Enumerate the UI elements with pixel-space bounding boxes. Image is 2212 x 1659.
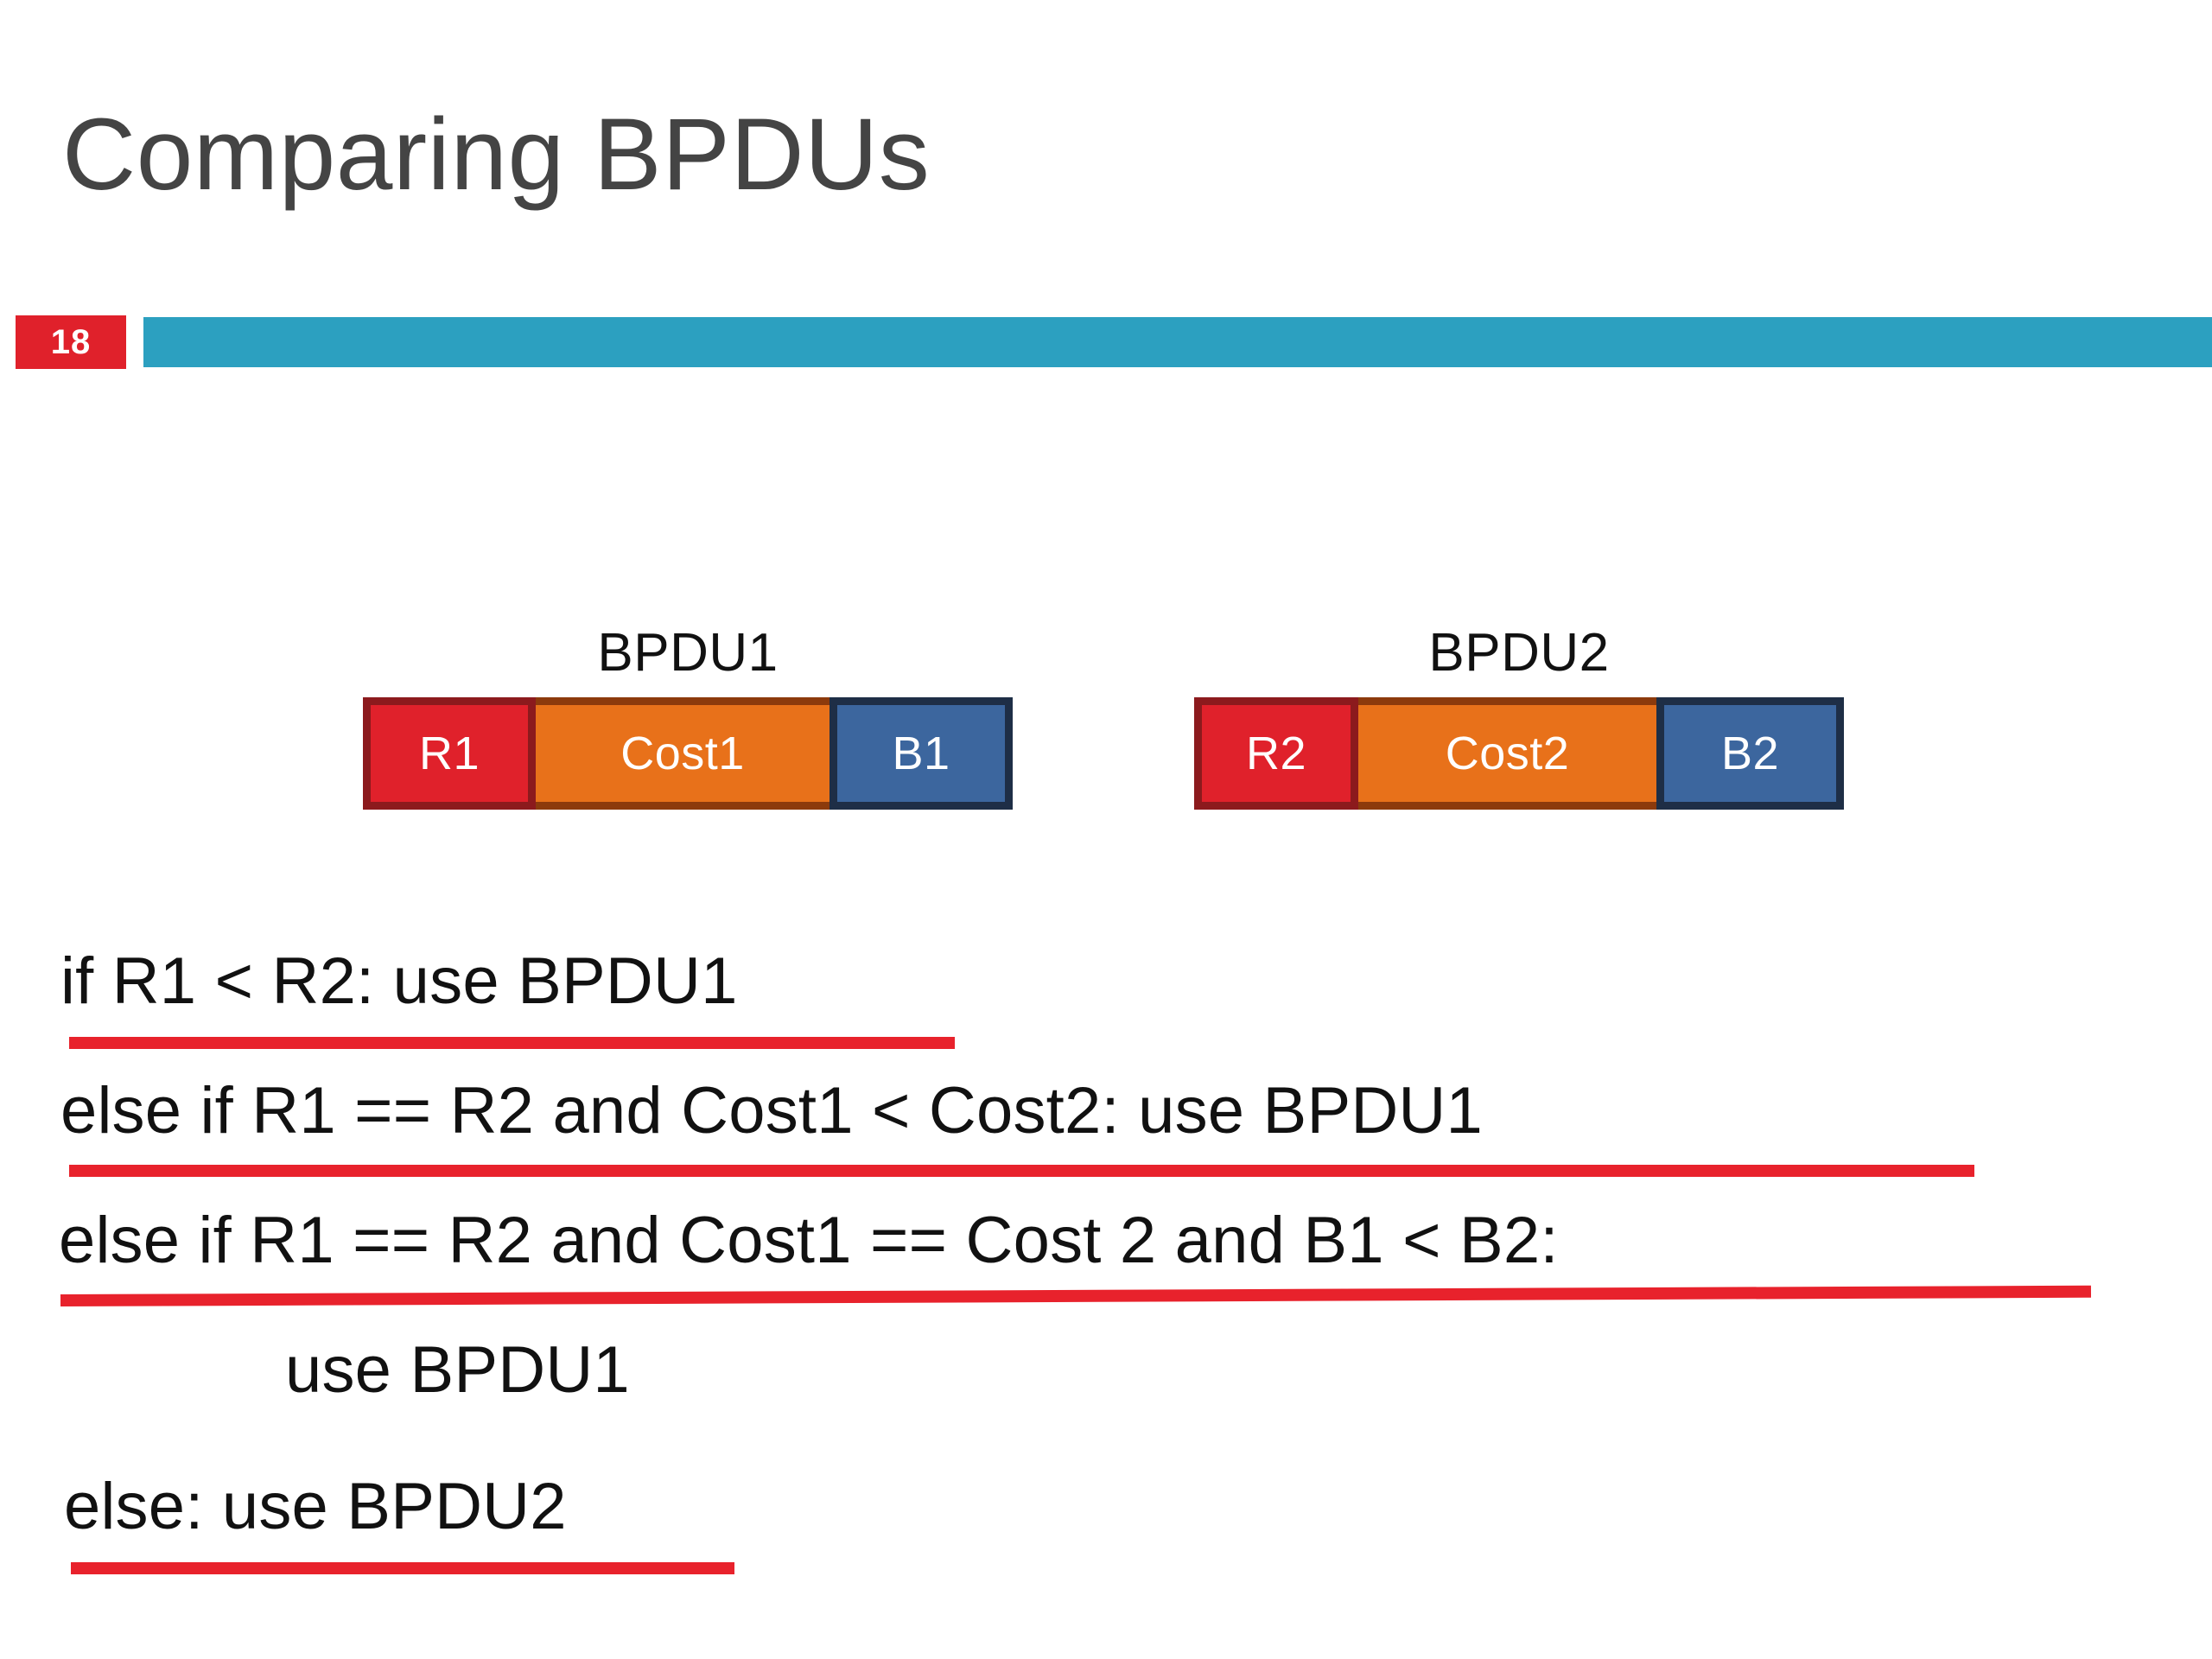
slide-number-value: 18: [50, 323, 92, 361]
pseudocode-line-1: if R1 < R2: use BPDU1: [60, 944, 738, 1018]
title-divider: 18: [0, 315, 2212, 369]
bpdu1-caption: BPDU1: [597, 623, 779, 683]
divider-accent-bar: [143, 317, 2212, 367]
slide-number-badge: 18: [16, 315, 126, 369]
bpdu1-frame: R1 Cost1 B1: [363, 697, 1013, 810]
bpdu1-field-root-id: R1: [363, 697, 536, 810]
bpdu1-field-bridge-id: B1: [830, 697, 1013, 810]
pseudocode-underline-3: [60, 1285, 2092, 1306]
pseudocode-underline-5: [71, 1562, 734, 1574]
bpdu2-frame: R2 Cost2 B2: [1194, 697, 1844, 810]
page-title: Comparing BPDUs: [62, 98, 931, 212]
bpdu2-field-root-path-cost: Cost2: [1358, 697, 1656, 810]
bpdu1-field-root-path-cost: Cost1: [536, 697, 830, 810]
pseudocode-line-2: else if R1 == R2 and Cost1 < Cost2: use …: [60, 1074, 1483, 1147]
pseudocode-underline-1: [69, 1037, 955, 1049]
bpdu2-caption: BPDU2: [1428, 623, 1610, 683]
bpdu2-field-root-id: R2: [1194, 697, 1358, 810]
bpdu2-field-bridge-id: B2: [1656, 697, 1844, 810]
pseudocode-line-5: else: use BPDU2: [64, 1470, 567, 1543]
pseudocode-underline-2: [69, 1165, 1974, 1177]
pseudocode-line-4: use BPDU1: [285, 1333, 630, 1407]
pseudocode-line-3: else if R1 == R2 and Cost1 == Cost 2 and…: [59, 1204, 1559, 1277]
